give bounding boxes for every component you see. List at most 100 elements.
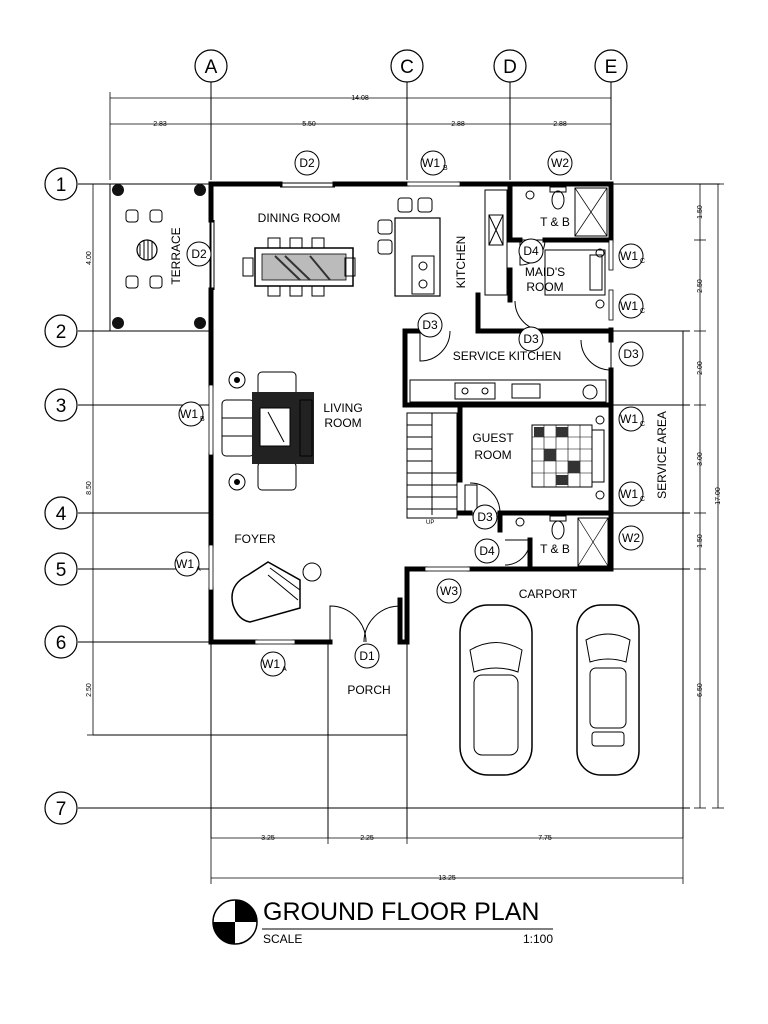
tag-d3-guest: D3	[472, 504, 498, 530]
grid-bubble-4: 4	[44, 496, 78, 530]
svg-text:D4: D4	[479, 544, 495, 558]
svg-text:W2: W2	[622, 531, 640, 545]
svg-text:C: C	[640, 308, 645, 315]
grid-bubble-2: 2	[44, 314, 78, 348]
label-living-room-1: LIVING	[323, 401, 362, 415]
label-terrace: TERRACE	[169, 227, 183, 284]
label-tb-bottom: T & B	[540, 542, 570, 556]
svg-text:6: 6	[56, 633, 67, 654]
terrace-plant-icon	[112, 184, 206, 329]
label-maids-room-1: MAID'S	[525, 265, 565, 279]
grid-bubble-c: C	[390, 49, 424, 83]
svg-text:7: 7	[56, 799, 67, 820]
sofa-set-icon	[221, 371, 314, 491]
tag-d4-bottom: D4	[474, 538, 500, 564]
svg-text:W1: W1	[262, 657, 280, 671]
dim-right-6: 6.50	[697, 683, 704, 697]
dim-left-porch: 2.50	[86, 683, 93, 697]
svg-text:W2: W2	[551, 156, 569, 170]
guest-bed-icon	[464, 415, 605, 516]
dim-right-total: 17.00	[715, 487, 722, 505]
dining-table-icon	[242, 237, 356, 297]
tag-d1: D1	[354, 643, 380, 669]
dim-top-1: 2.83	[153, 121, 167, 128]
svg-text:5: 5	[56, 560, 67, 581]
svg-text:W1: W1	[180, 407, 198, 421]
svg-text:C: C	[400, 57, 414, 78]
svg-text:D3: D3	[422, 318, 438, 332]
opening-tags: D2 W1 B W2 D2 D4 W1 C W1 C	[174, 150, 645, 677]
svg-text:W1: W1	[620, 249, 638, 263]
grid-bubble-d: D	[493, 49, 527, 83]
tag-d3-right: D3	[618, 341, 644, 367]
svg-text:D3: D3	[477, 510, 493, 524]
dimensions-bottom: 3.25 2.25 7.75 13.25	[210, 832, 684, 884]
tag-w1a-bottom: W1 A	[260, 651, 287, 677]
svg-text:A: A	[205, 57, 218, 78]
label-service-kitchen: SERVICE KITCHEN	[453, 349, 561, 363]
svg-text:W1: W1	[422, 156, 440, 170]
dim-top-4: 2.88	[553, 121, 567, 128]
svg-text:W1: W1	[620, 412, 638, 426]
label-guest-room-2: ROOM	[474, 448, 511, 462]
svg-text:W1: W1	[176, 557, 194, 571]
label-guest-room-1: GUEST	[472, 431, 514, 445]
terrace-table-icon	[125, 209, 163, 289]
dim-bottom-2: 2.25	[360, 835, 374, 842]
kitchen-island-icon	[377, 189, 508, 297]
walls	[208, 181, 614, 645]
room-labels: DINING ROOM KITCHEN T & B MAID'S ROOM SE…	[234, 211, 669, 697]
dim-right-2: 2.50	[697, 279, 704, 293]
svg-text:W3: W3	[440, 584, 458, 598]
tag-w1c-guest-upper: W1 C	[618, 406, 645, 432]
label-dining-room: DINING ROOM	[258, 211, 341, 225]
svg-text:D1: D1	[359, 649, 375, 663]
label-living-room-2: ROOM	[324, 416, 361, 430]
dim-right-3: 2.00	[697, 361, 704, 375]
label-kitchen: KITCHEN	[454, 236, 468, 289]
dim-top-3: 2.88	[451, 121, 465, 128]
label-foyer: FOYER	[234, 532, 276, 546]
svg-text:4: 4	[56, 504, 67, 525]
grid-bubble-6: 6	[44, 625, 78, 659]
title-scale-label: SCALE	[263, 932, 302, 946]
dimensions-right: 1.50 2.50 2.00 3.00 1.50 6.50 17.00	[694, 183, 724, 809]
svg-text:D3: D3	[523, 332, 539, 346]
label-porch: PORCH	[347, 683, 390, 697]
svg-text:E: E	[605, 57, 618, 78]
grid-bubble-a: A	[194, 49, 228, 83]
svg-text:D4: D4	[523, 244, 539, 258]
svg-text:A: A	[282, 666, 287, 673]
tag-d4-maid: D4	[518, 238, 544, 264]
tag-d3-service-kitchen: D3	[417, 312, 443, 338]
tag-w2-top: W2	[547, 150, 573, 176]
grid-bubble-1: 1	[44, 167, 78, 201]
site-lines	[210, 331, 684, 838]
svg-text:2: 2	[56, 322, 67, 343]
svg-text:B: B	[443, 165, 448, 172]
dim-top-2: 5.50	[302, 121, 316, 128]
svg-text:1: 1	[56, 175, 67, 196]
section-marker-icon	[212, 899, 258, 945]
svg-text:W1: W1	[620, 487, 638, 501]
stair-up-label: UP	[426, 520, 434, 526]
svg-text:W1: W1	[620, 299, 638, 313]
dim-left-terrace: 4.00	[86, 251, 93, 265]
tag-w2-bottom: W2	[618, 525, 644, 551]
svg-text:C: C	[640, 421, 645, 428]
svg-text:D: D	[503, 57, 517, 78]
dim-right-5: 1.50	[697, 534, 704, 548]
service-kitchen-counter-icon	[409, 379, 607, 403]
grid-bubble-3: 3	[44, 388, 78, 422]
dim-total-top: 14.08	[351, 95, 369, 102]
tag-d2-left: D2	[186, 241, 212, 267]
label-tb-top: T & B	[540, 215, 570, 229]
dim-right-1: 1.50	[697, 205, 704, 219]
title-main: GROUND FLOOR PLAN	[263, 898, 539, 926]
tb-bottom-fixtures-icon	[515, 515, 609, 567]
dim-bottom-3: 7.75	[538, 835, 552, 842]
label-maids-room-2: ROOM	[526, 280, 563, 294]
tag-w3: W3	[436, 578, 462, 604]
toilet-icon	[525, 186, 608, 237]
